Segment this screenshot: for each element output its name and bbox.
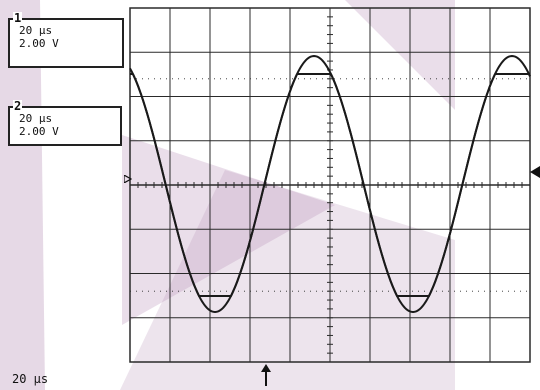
channel2-label: 2: [13, 99, 23, 113]
channel1-label: 1: [13, 11, 23, 25]
graticule: [129, 7, 531, 363]
horizontal-readout: 20 µs: [12, 372, 49, 386]
channel1-readout: 1 20 µs 2.00 V: [8, 12, 124, 68]
channel2-timebase: 20 µs: [19, 112, 53, 125]
right-triangle-icon: [124, 175, 132, 183]
left-triangle-icon: [530, 166, 540, 178]
channel2-readout: 2 20 µs 2.00 V: [8, 100, 122, 146]
channel1-timebase: 20 µs: [19, 24, 53, 37]
up-arrow-icon: [261, 364, 271, 386]
channel2-trace: [129, 54, 531, 314]
channel1-volts: 2.00 V: [19, 37, 59, 50]
channel2-volts: 2.00 V: [19, 125, 59, 138]
